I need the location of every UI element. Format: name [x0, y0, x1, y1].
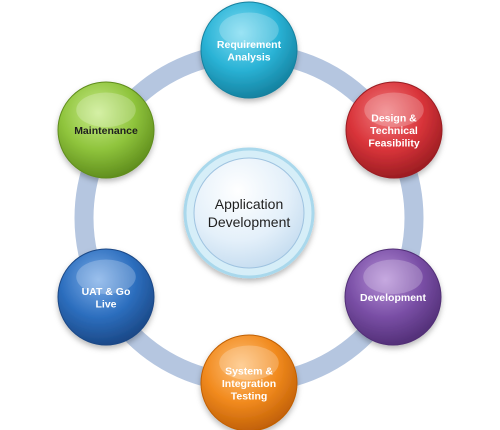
center-circle [193, 157, 305, 269]
node-circle [345, 81, 443, 179]
node-label-line: System & [225, 366, 273, 378]
node-development: Development [344, 248, 442, 346]
node-label-line: Testing [231, 391, 268, 403]
node-label-line: Technical [370, 125, 418, 137]
node-gloss [364, 92, 424, 128]
node-label-line: UAT & Go [82, 286, 131, 298]
node-circle [344, 248, 442, 346]
node-circle [200, 334, 298, 430]
node-maintenance: Maintenance [57, 81, 155, 179]
node-circle [57, 248, 155, 346]
center-label-line: Development [208, 214, 291, 230]
node-label-line: Development [360, 292, 426, 304]
node-gloss [76, 259, 136, 295]
node-label-line: Integration [222, 378, 276, 390]
node-gloss [76, 92, 136, 128]
node-gloss [219, 12, 279, 48]
node-label-line: Feasibility [368, 138, 420, 150]
node-label-line: Requirement [217, 39, 282, 51]
node-gloss [363, 259, 423, 295]
node-label-line: Maintenance [74, 125, 138, 137]
node-label-line: Design & [371, 113, 417, 125]
node-circle [57, 81, 155, 179]
node-label-line: Analysis [227, 51, 270, 63]
center-label-line: Application [215, 196, 284, 212]
node-gloss [219, 345, 279, 381]
node-circle [200, 1, 298, 99]
node-label-line: Live [95, 298, 116, 310]
